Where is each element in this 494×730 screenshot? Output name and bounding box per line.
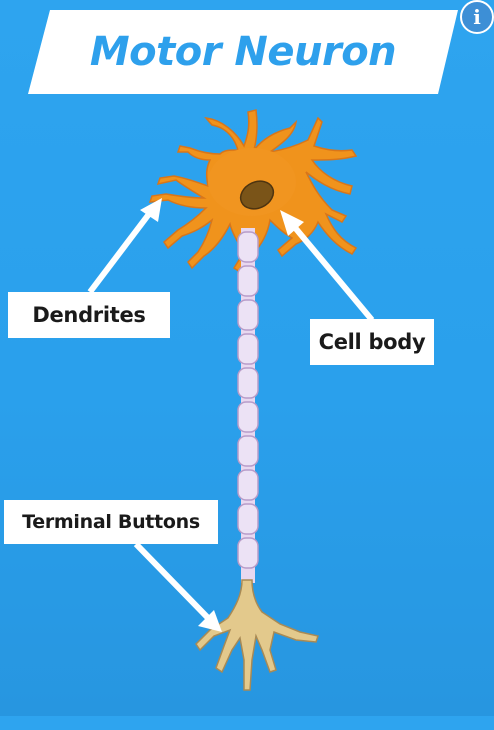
nucleus bbox=[239, 180, 275, 210]
info-button[interactable]: i bbox=[460, 0, 494, 34]
label-terminal-buttons: Terminal Buttons bbox=[4, 500, 218, 544]
page-title: Motor Neuron bbox=[89, 29, 397, 75]
info-icon: i bbox=[473, 5, 481, 29]
axon bbox=[237, 228, 259, 583]
dendrites-arrow bbox=[87, 198, 162, 294]
label-dendrites: Dendrites bbox=[8, 292, 170, 338]
terminal-buttons-arrow bbox=[133, 541, 222, 632]
bottom-caption bbox=[60, 700, 420, 730]
title-banner-shape bbox=[28, 10, 458, 94]
title-banner: Motor Neuron bbox=[28, 10, 458, 94]
cell-body-arrow bbox=[280, 210, 375, 322]
axon-terminal bbox=[195, 579, 319, 691]
label-cell-body: Cell body bbox=[310, 319, 434, 365]
